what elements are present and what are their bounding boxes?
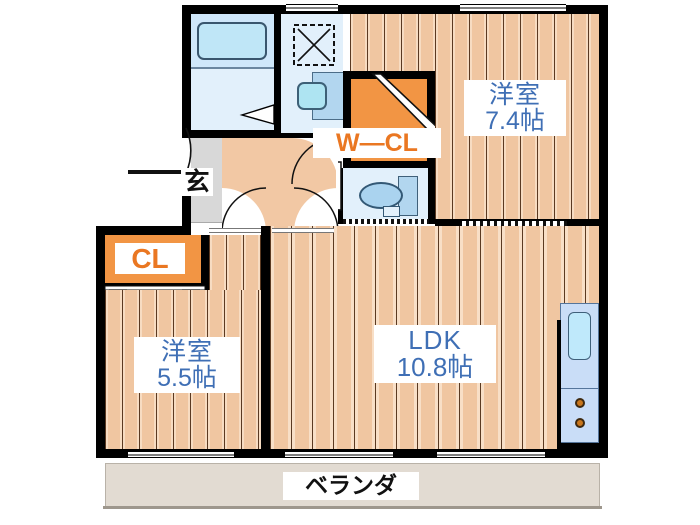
wall-left-upper (182, 5, 191, 135)
toilet-icon (359, 182, 403, 209)
wall-top (182, 5, 608, 14)
window-bedroom-sw-bottom (128, 451, 234, 458)
wall-wet-bottom (182, 130, 281, 138)
wall-washroom-right (274, 5, 281, 135)
bedroom-ne-floor (435, 14, 599, 224)
window-ldk-bottom-1 (285, 451, 393, 458)
bedroom-sw-top-sill (209, 228, 261, 233)
genkan-step (191, 222, 222, 230)
stove-burner-back-icon (575, 418, 585, 428)
wall-toilet-right (428, 168, 435, 224)
wall-wcl-top (343, 71, 435, 79)
bedroom-ne-name: 洋室 (488, 81, 541, 109)
wall-laundry-bottom (281, 133, 343, 139)
ldk-label: LDK 10.8帖 (374, 325, 496, 384)
veranda-outer-edge (103, 506, 602, 509)
wall-bedroom-sw-ldk (261, 226, 270, 458)
bath-dressing-divider (191, 67, 274, 69)
entrance-threshold (128, 170, 184, 173)
wall-wcl-right (427, 71, 435, 168)
window-laundry-top (286, 4, 338, 12)
bedroom-sw-floor-right (209, 235, 261, 290)
wall-wcl-bottom (343, 161, 435, 168)
bedroom-ne-label: 洋室 7.4帖 (464, 80, 566, 136)
wcl-label: W—CL (313, 128, 441, 158)
bedroom-sw-name: 洋室 (160, 338, 213, 366)
wall-right (599, 5, 608, 458)
ldk-size: 10.8帖 (396, 352, 474, 383)
stove-burner-front-icon (575, 398, 585, 408)
bedroom-ne-floor-strip (350, 14, 435, 71)
bedroom-sw-label: 洋室 5.5帖 (134, 337, 240, 393)
toilet-base-icon (383, 206, 400, 217)
toilet-sill (343, 219, 429, 224)
washroom-door-icon (239, 104, 275, 125)
window-bedroom-ne-top (460, 4, 566, 12)
lavatory-sink-icon (297, 82, 327, 110)
ldk-hall-sill (272, 228, 334, 233)
wall-kitchen-side (557, 320, 561, 450)
wall-kitchen-block (557, 443, 608, 458)
washing-machine-icon (293, 24, 335, 66)
window-ldk-bottom-2 (437, 451, 545, 458)
bathtub-icon (197, 22, 267, 60)
wall-step-horizontal (96, 226, 191, 235)
cl-label: CL (115, 243, 185, 275)
wall-left-lower (96, 226, 105, 458)
wall-cl-right (201, 235, 209, 290)
kitchen-counter-divider (560, 388, 599, 390)
kitchen-sink-icon (568, 312, 591, 360)
genkan-label: 玄 (181, 168, 213, 196)
wall-entrance-jamb (182, 170, 191, 230)
bedroom-ne-ldk-sill (462, 221, 567, 226)
ldk-floor-right (270, 226, 599, 320)
veranda-label: ベランダ (283, 472, 419, 500)
bedroom-ne-size: 7.4帖 (485, 107, 545, 135)
ldk-name: LDK (408, 325, 462, 355)
wall-wcl-left (343, 71, 351, 168)
bedroom-sw-size: 5.5帖 (157, 364, 217, 392)
